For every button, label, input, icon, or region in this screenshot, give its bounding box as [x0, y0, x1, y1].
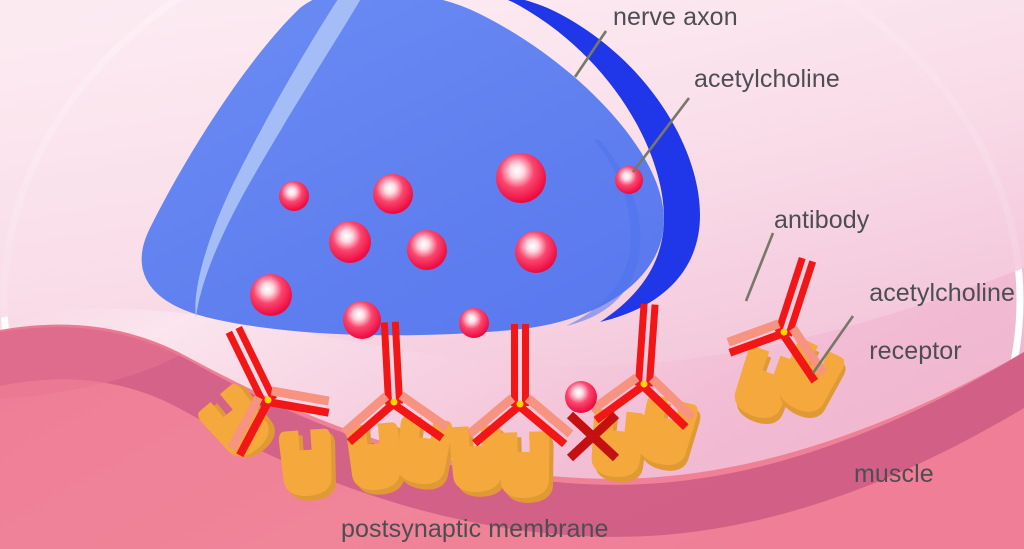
- antibody[interactable]: [181, 304, 338, 462]
- acetylcholine-vesicle-group: [250, 153, 643, 413]
- acetylcholine-vesicle[interactable]: [329, 221, 371, 263]
- acetylcholine-vesicle[interactable]: [459, 308, 489, 338]
- postsynaptic-membrane-band: [0, 327, 1024, 537]
- acetylcholine-vesicle[interactable]: [279, 181, 309, 211]
- label-acetylcholine-receptor-line2: receptor: [869, 337, 962, 365]
- label-acetylcholine: acetylcholine: [694, 65, 840, 93]
- leader-line-antibody: [744, 232, 775, 302]
- acetylcholine-vesicle[interactable]: [407, 230, 447, 270]
- receptor[interactable]: [346, 421, 408, 497]
- acetylcholine-vesicle[interactable]: [615, 166, 643, 194]
- free-acetylcholine-vesicle[interactable]: [565, 381, 597, 413]
- blocked-x-icon: [566, 411, 620, 462]
- receptor[interactable]: [449, 424, 509, 498]
- acetylcholine-vesicle[interactable]: [343, 301, 381, 339]
- leader-line-nerve-axon: [573, 30, 608, 78]
- label-nerve-axon: nerve axon: [613, 3, 738, 31]
- antibody[interactable]: [720, 243, 859, 387]
- antibody[interactable]: [586, 300, 704, 431]
- acetylcholine-vesicle[interactable]: [373, 174, 413, 214]
- antibody[interactable]: [465, 324, 575, 448]
- leader-line-acetylcholine-receptor: [811, 315, 855, 374]
- receptor[interactable]: [497, 431, 555, 504]
- label-postsynaptic-membrane: postsynaptic membrane: [341, 515, 609, 543]
- label-acetylcholine-receptor-line1: acetylcholine: [869, 279, 1016, 307]
- leader-line-group: [573, 30, 855, 374]
- acetylcholine-vesicle[interactable]: [250, 274, 292, 316]
- label-antibody: antibody: [774, 206, 870, 234]
- acetylcholine-vesicle[interactable]: [515, 231, 557, 273]
- receptor[interactable]: [278, 428, 339, 503]
- label-muscle: muscle: [854, 460, 934, 488]
- axon-dark-edge: [507, 0, 700, 322]
- acetylcholine-vesicle[interactable]: [496, 153, 546, 203]
- leader-line-acetylcholine: [631, 97, 691, 173]
- antibody[interactable]: [334, 319, 452, 446]
- antibody-group: [181, 243, 859, 462]
- label-acetylcholine-receptor: acetylcholine receptor: [841, 250, 1015, 395]
- muscle-left-shade: [0, 324, 182, 398]
